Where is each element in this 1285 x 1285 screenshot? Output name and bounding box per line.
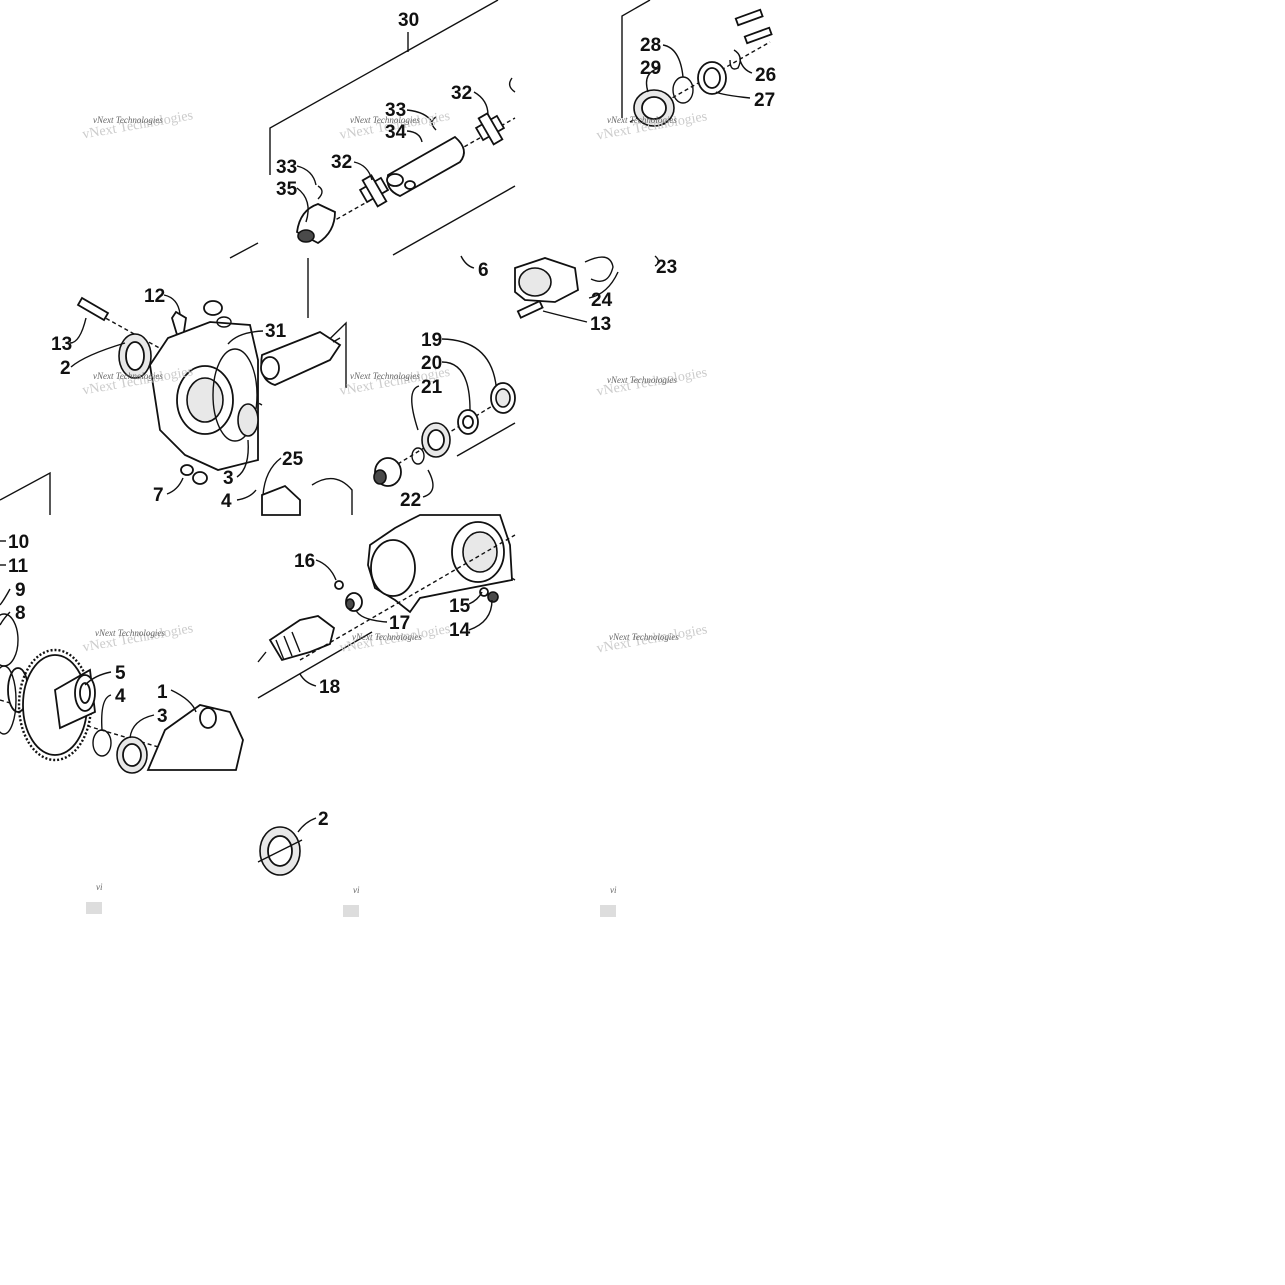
callout-17: 17 bbox=[389, 613, 410, 634]
callout-10: 10 bbox=[8, 532, 29, 553]
watermark-text: vNext Technologies bbox=[609, 632, 679, 642]
callout-34: 34 bbox=[385, 122, 407, 143]
callout-3: 3 bbox=[223, 468, 234, 489]
callout-9: 9 bbox=[15, 580, 26, 601]
callout-21: 21 bbox=[421, 377, 443, 398]
callout-29: 29 bbox=[640, 58, 661, 79]
callout-3: 3 bbox=[157, 706, 168, 727]
watermark-fragment-shadow bbox=[86, 902, 102, 914]
watermark-text: vNext Technologies bbox=[350, 115, 420, 125]
callout-8: 8 bbox=[15, 603, 26, 624]
callout-15: 15 bbox=[449, 596, 471, 617]
watermark-fragment-shadow bbox=[600, 905, 616, 917]
callout-18: 18 bbox=[319, 677, 340, 698]
pinion-housing-top bbox=[514, 256, 614, 319]
callout-2: 2 bbox=[60, 358, 71, 379]
watermark-text: vNext Technologies bbox=[607, 375, 677, 385]
watermark-text: vNext Technologies bbox=[93, 371, 163, 381]
callout-6: 6 bbox=[478, 260, 489, 281]
callout-4: 4 bbox=[221, 491, 232, 512]
callout-24: 24 bbox=[591, 290, 613, 311]
callout-19: 19 bbox=[421, 330, 442, 351]
callout-23: 23 bbox=[656, 257, 677, 278]
watermark-shadow: vNext Technologies bbox=[82, 621, 195, 655]
callout-14: 14 bbox=[449, 620, 471, 641]
leader-lines bbox=[0, 32, 753, 833]
watermark-fragment: vi bbox=[353, 885, 360, 895]
callout-22: 22 bbox=[400, 490, 421, 511]
callout-26: 26 bbox=[755, 65, 776, 86]
watermark-text: vNext Technologies bbox=[93, 115, 163, 125]
callout-32: 32 bbox=[451, 83, 472, 104]
output-seal bbox=[257, 826, 303, 876]
callout-33: 33 bbox=[385, 100, 406, 121]
callout-20: 20 bbox=[421, 353, 442, 374]
callout-11: 11 bbox=[8, 556, 29, 577]
callout-16: 16 bbox=[294, 551, 315, 572]
watermark-layer: vNext Technologies vNext Technologies vN… bbox=[81, 108, 708, 917]
housing-cover-group bbox=[76, 296, 263, 485]
callout-1: 1 bbox=[157, 682, 168, 703]
callout-13: 13 bbox=[51, 334, 72, 355]
watermark-fragment-shadow bbox=[343, 905, 359, 917]
differential-group bbox=[0, 613, 244, 774]
callout-27: 27 bbox=[754, 90, 775, 111]
watermark-text: vNext Technologies bbox=[350, 371, 420, 381]
watermark-shadow: vNext Technologies bbox=[81, 108, 194, 142]
callout-28: 28 bbox=[640, 35, 661, 56]
callout-4: 4 bbox=[115, 686, 126, 707]
callout-numbers: 30 28 29 26 27 32 33 34 33 35 32 6 23 24… bbox=[8, 10, 776, 830]
watermark-text: vNext Technologies bbox=[352, 632, 422, 642]
watermark-text: vNext Technologies bbox=[95, 628, 165, 638]
callout-30: 30 bbox=[398, 10, 419, 31]
bearing-seal-group bbox=[629, 8, 773, 127]
watermark-text: vNext Technologies bbox=[607, 115, 677, 125]
callout-25: 25 bbox=[282, 449, 304, 470]
output-yoke bbox=[260, 330, 342, 386]
watermark-fragment: vi bbox=[96, 882, 103, 892]
callout-2: 2 bbox=[318, 809, 329, 830]
callout-13: 13 bbox=[590, 314, 611, 335]
pinion-bearing-group bbox=[261, 382, 516, 516]
callout-7: 7 bbox=[153, 485, 164, 506]
assembly-frame-lines bbox=[0, 0, 651, 699]
callout-32: 32 bbox=[331, 152, 352, 173]
callout-35: 35 bbox=[276, 179, 298, 200]
pinion-housing-lower bbox=[257, 514, 516, 663]
callout-12: 12 bbox=[144, 286, 165, 307]
callout-33: 33 bbox=[276, 157, 297, 178]
watermark-fragment: vi bbox=[610, 885, 617, 895]
callout-31: 31 bbox=[265, 321, 287, 342]
driveshaft-assembly bbox=[296, 77, 516, 245]
callout-5: 5 bbox=[115, 663, 126, 684]
